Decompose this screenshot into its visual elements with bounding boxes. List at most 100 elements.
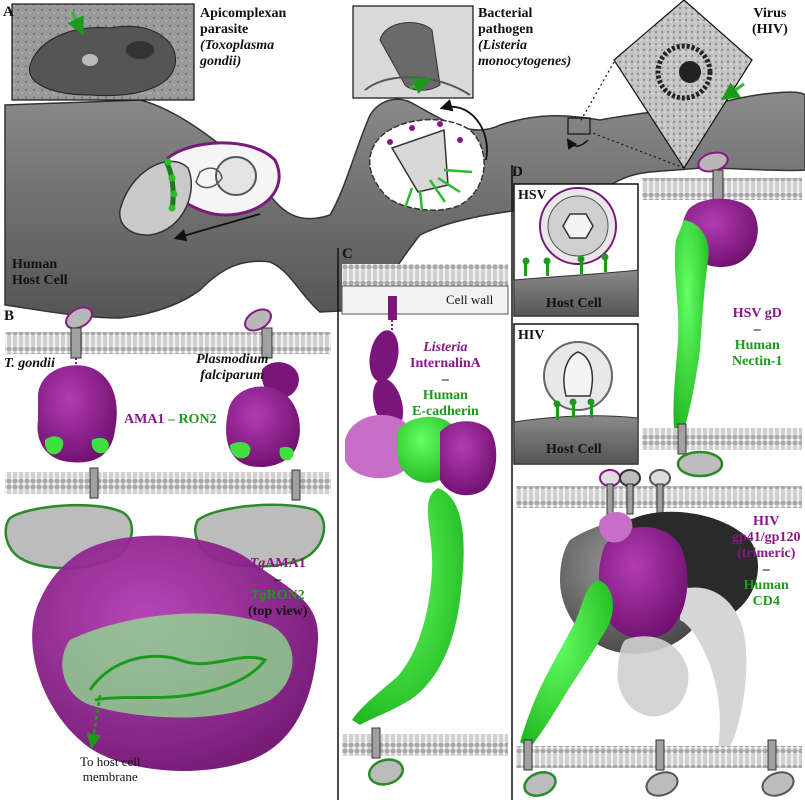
top-view-dash: – <box>274 572 282 587</box>
listeria-in-host <box>368 99 488 211</box>
cd4-structure <box>520 580 613 748</box>
c-top-membrane <box>342 264 508 286</box>
hsv-gd-anchor <box>712 169 724 203</box>
panel-label-b: B <box>4 308 15 324</box>
tg-ron2-patch <box>44 436 109 455</box>
d-mid-membrane <box>642 428 802 450</box>
top-view-ron2-surface <box>62 613 293 718</box>
hsv-host-surface <box>513 269 639 317</box>
ecad-text: E-cadherin <box>411 404 479 419</box>
nectin-cyto-domain <box>676 450 724 478</box>
gp120-light-protomer-2 <box>617 636 689 717</box>
hiv-host-cell-label: Host Cell <box>546 442 602 457</box>
hiv-particle <box>543 341 613 411</box>
ama1-ron2-label: AMA1 – RON2 <box>124 412 217 428</box>
internalin-domain-1 <box>369 330 399 382</box>
human-text-d1: Human <box>734 338 780 353</box>
ecad-anchor <box>371 727 381 759</box>
bacterial-line3: (Listeria <box>478 38 527 53</box>
nectin-text: Nectin-1 <box>732 354 783 369</box>
cd4-text: CD4 <box>752 594 780 609</box>
hiv-em-inset <box>579 0 753 170</box>
hiv-host-surface <box>513 415 639 465</box>
nectin-structure <box>673 220 709 430</box>
cell-wall <box>341 285 509 315</box>
tgron2-text: RON2 <box>266 588 305 603</box>
hsv-box-label: HSV <box>518 188 547 203</box>
toxoplasma-in-host <box>119 141 281 242</box>
hsv-receptors <box>522 253 609 276</box>
gp41-text: gp41 <box>732 530 761 545</box>
b-bottom-membrane <box>5 472 331 494</box>
tgama1-text: AMA1 <box>265 556 306 571</box>
human-text-c: Human <box>422 388 468 403</box>
hiv-text: HIV <box>753 514 780 529</box>
host-cell-label-line1: Human <box>12 257 57 272</box>
b-top-membrane <box>5 332 331 354</box>
hsv-gd-text: HSV gD <box>732 306 782 321</box>
apicomplexan-line2: parasite <box>200 22 249 37</box>
top-view-note: (top view) <box>248 604 308 619</box>
c-bottom-membrane <box>342 734 508 756</box>
internalin-lrr <box>440 421 497 496</box>
apicomplexan-label: Apicomplexan parasite (Toxoplasma gondii… <box>200 6 286 70</box>
panel-label-a: A <box>3 4 14 20</box>
membrane-note: To host cell membrane <box>80 754 140 784</box>
gp41-anchors <box>599 469 671 515</box>
trimeric-text: (trimeric) <box>737 546 796 561</box>
panel-label-c: C <box>342 246 353 262</box>
hiv-cd4-label: HIV gp41/gp120 (trimeric) – Human CD4 <box>732 514 800 610</box>
listeria-em-inset <box>352 5 474 99</box>
cd4-anchor <box>523 739 533 771</box>
internalin-structure <box>345 414 414 479</box>
internalin-ecad-label: Listeria InternalinA – Human E-cadherin <box>410 340 481 420</box>
tg-ron2-anchor <box>89 467 99 499</box>
gp41-pink-domain <box>599 511 633 543</box>
bacterial-line4: monocytogenes) <box>478 54 572 69</box>
gp120-light-protomer <box>680 587 747 750</box>
hsv-particle <box>539 187 617 265</box>
pf-ama1-anchor <box>244 308 273 359</box>
bacterial-label: Bacterial pathogen (Listeria monocytogen… <box>478 6 571 70</box>
virus-line2: (HIV) <box>752 22 788 37</box>
ecad-cyto-domain <box>368 758 404 786</box>
tgama1-prefix: Tg <box>249 556 266 571</box>
tgondii-label: T. gondii <box>4 356 55 371</box>
plasmodium-label: Plasmodium falciparum <box>196 352 268 384</box>
pf-ron2-anchor <box>291 469 301 501</box>
virus-label: Virus (HIV) <box>752 6 788 38</box>
gp120-purple-protomer <box>598 526 688 639</box>
ecad-chain <box>352 488 464 725</box>
membrane-note-line2: membrane <box>82 769 138 784</box>
cd4-cyto-domain <box>523 771 557 797</box>
apicomplexan-line1: Apicomplexan <box>200 6 287 21</box>
panel-label-d: D <box>512 164 523 180</box>
hsv-gd-nectin-label: HSV gD – Human Nectin-1 <box>732 306 783 370</box>
membrane-direction-arrow <box>86 694 102 749</box>
plasmodium-line1: Plasmodium <box>196 352 269 367</box>
tgron2-prefix: Tg <box>250 588 267 603</box>
tg-ama1-anchor <box>65 306 93 372</box>
hiv-entry-arrow <box>566 138 589 150</box>
hiv-dash: – <box>762 562 770 577</box>
internalin-anchor <box>388 296 397 320</box>
ron2-text: RON2 <box>178 412 217 427</box>
virus-line1: Virus <box>753 6 787 21</box>
human-text-d2: Human <box>743 578 789 593</box>
internalin-dash: – <box>441 372 449 387</box>
plasmodium-line2: falciparum <box>200 368 265 383</box>
hsv-dash: – <box>753 322 761 337</box>
other-receptor-anchors <box>645 739 795 797</box>
ama1-ron2-dash: – <box>167 412 175 427</box>
toxoplasma-em-inset <box>11 3 195 101</box>
hsv-host-cell-label: Host Cell <box>546 296 602 311</box>
membrane-note-line1: To host cell <box>80 754 141 769</box>
bacterial-line1: Bacterial <box>478 6 533 21</box>
nectin-anchor <box>677 423 687 455</box>
top-view-ron2-chain <box>88 654 268 702</box>
listeria-text: Listeria <box>423 340 468 355</box>
pf-ron2-patch <box>230 442 294 461</box>
top-view-label: TgAMA1 – TgRON2 (top view) <box>248 556 308 620</box>
apicomplexan-line3: (Toxoplasma <box>200 38 275 53</box>
